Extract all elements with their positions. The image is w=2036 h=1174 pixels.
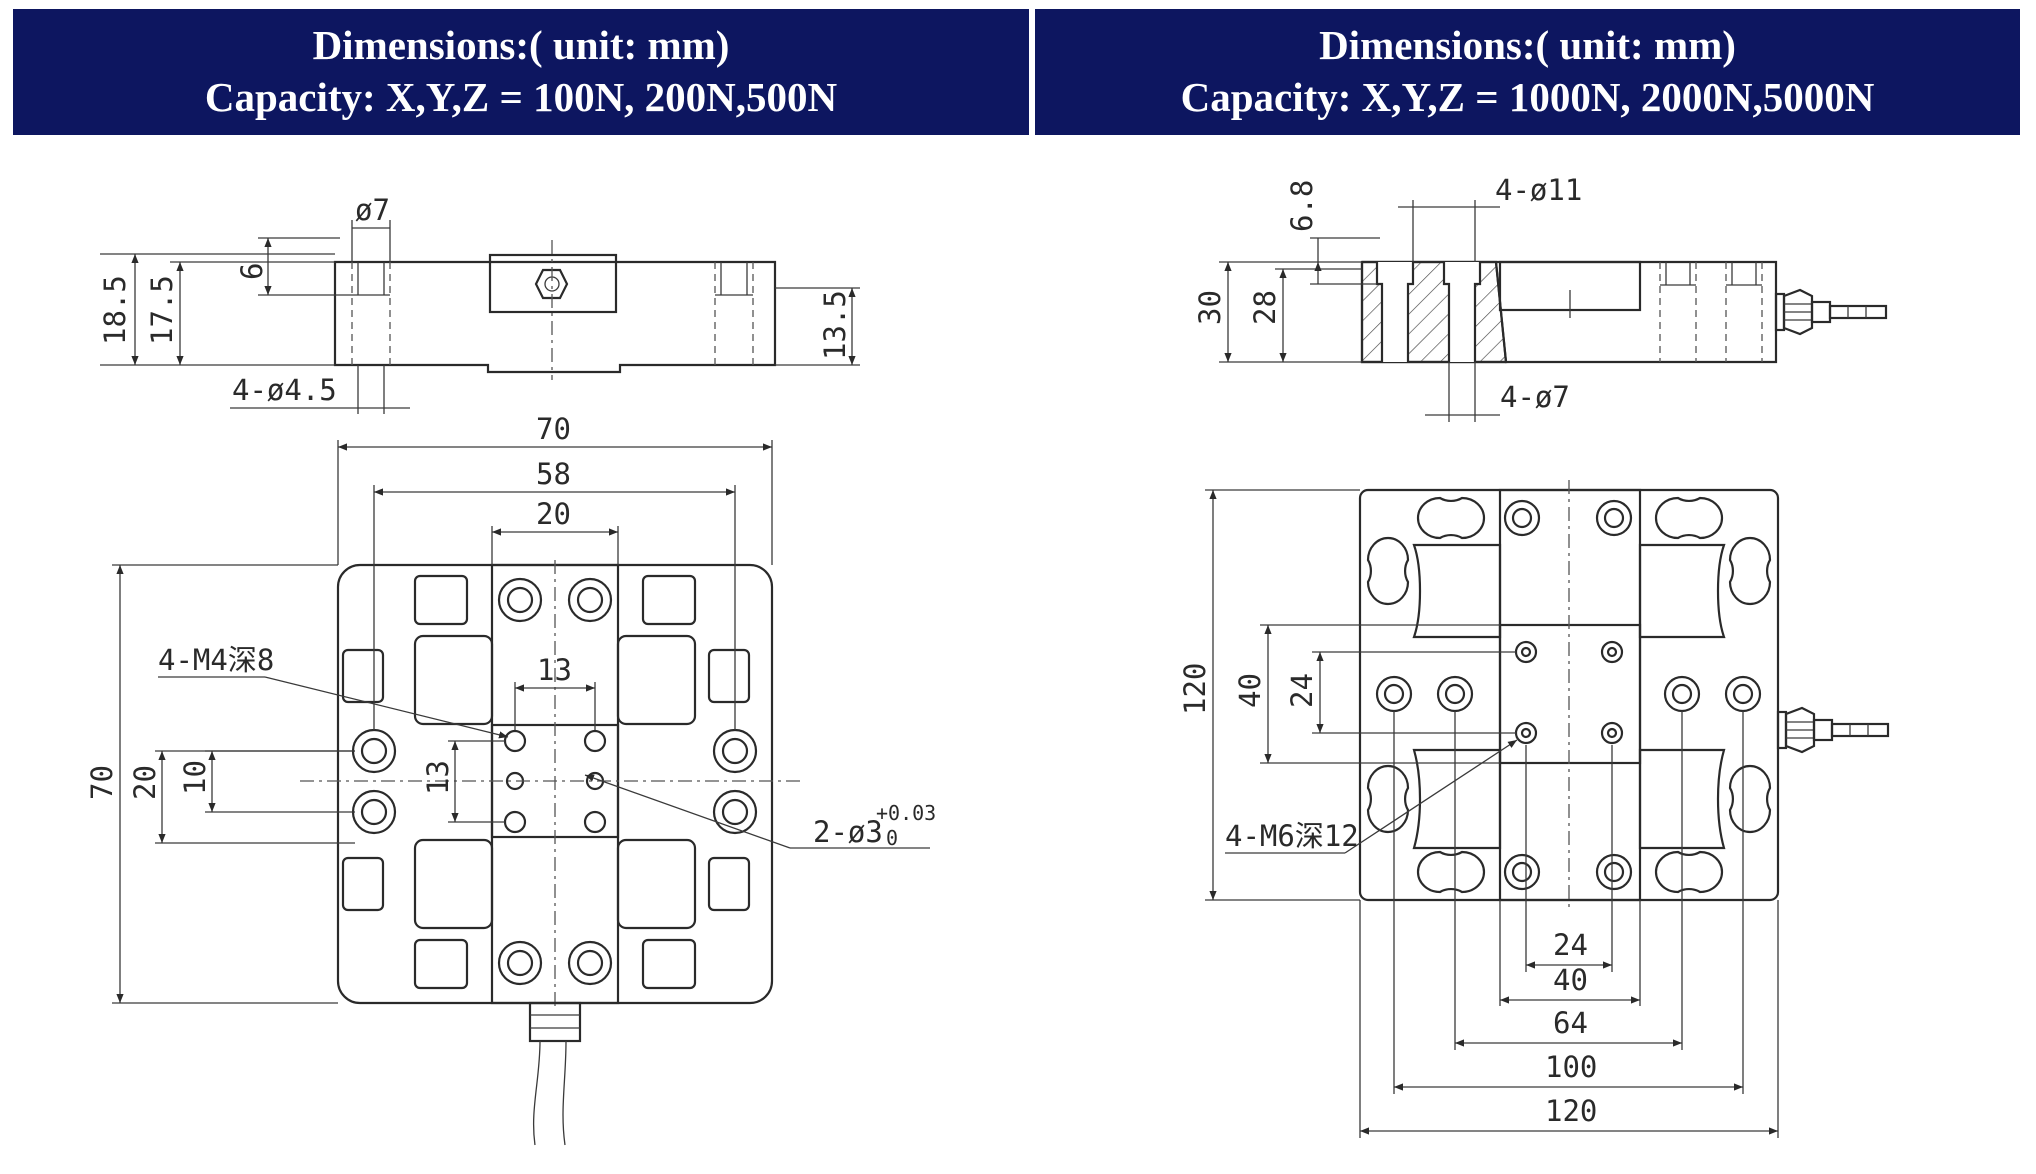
- v10-label: 10: [178, 760, 212, 795]
- mount-holes-label: 4-ø4.5: [232, 373, 337, 407]
- v20-label: 20: [128, 765, 162, 800]
- header-banner-right: Dimensions:( unit: mm) Capacity: X,Y,Z =…: [1035, 9, 2020, 135]
- tolerance-lower: 0: [886, 826, 898, 850]
- pin-dia-label: 2-ø3: [813, 815, 883, 849]
- depth-label: 6: [235, 263, 269, 280]
- right-top-view: 120 40 24 4-M6深12 24 40 64 100 120: [1178, 480, 1890, 1138]
- mount-holes-7-label: 4-ø7: [1500, 380, 1570, 414]
- hole-dia-11-label: 4-ø11: [1495, 173, 1582, 207]
- left-top-view: 70 58 20 13 70 20 10 13 4-M4深8 2-ø3: [85, 412, 936, 1146]
- height-30-label: 30: [1193, 290, 1227, 325]
- b24-label: 24: [1553, 928, 1588, 962]
- inner-13-label: 13: [537, 653, 572, 687]
- header-banner-left: Dimensions:( unit: mm) Capacity: X,Y,Z =…: [13, 9, 1029, 135]
- b64-label: 64: [1553, 1006, 1588, 1040]
- left-side-view: ø7 6 18.5 17.5 13.5 4-ø4.5: [98, 193, 860, 414]
- height-17-5-label: 17.5: [145, 275, 179, 345]
- right-side-view: 30 28 6.8 4-ø11 4-ø7: [1193, 173, 1888, 422]
- b100-label: 100: [1545, 1050, 1597, 1084]
- height-70-label: 70: [85, 765, 119, 800]
- b120-label: 120: [1545, 1094, 1597, 1128]
- v13-label: 13: [421, 760, 455, 795]
- capacity-label: Capacity: X,Y,Z = 100N, 200N,500N: [204, 74, 838, 120]
- b40-label: 40: [1553, 963, 1588, 997]
- dimensions-unit-label: Dimensions:( unit: mm): [1319, 22, 1736, 68]
- tolerance-upper: +0.03: [876, 801, 936, 825]
- depth-6-8-label: 6.8: [1285, 180, 1319, 232]
- v24-label: 24: [1285, 673, 1319, 708]
- height-18-5-label: 18.5: [98, 275, 132, 345]
- span-58-label: 58: [536, 457, 571, 491]
- height-120-label: 120: [1178, 663, 1212, 715]
- v40-label: 40: [1233, 673, 1267, 708]
- capacity-label: Capacity: X,Y,Z = 1000N, 2000N,5000N: [1180, 74, 1875, 120]
- dimensions-unit-label: Dimensions:( unit: mm): [312, 22, 730, 68]
- height-13-5-label: 13.5: [818, 290, 852, 360]
- thread-m6-label: 4-M6深12: [1225, 819, 1359, 853]
- thread-m4-label: 4-M4深8: [158, 643, 274, 677]
- center-20-label: 20: [536, 497, 571, 531]
- width-70-label: 70: [536, 412, 571, 446]
- hole-dia-label: ø7: [355, 193, 390, 227]
- height-28-label: 28: [1248, 290, 1282, 325]
